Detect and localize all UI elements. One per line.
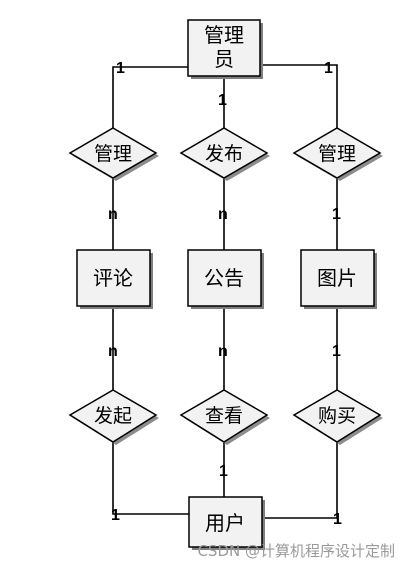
entity-image-label: 图片 — [317, 266, 357, 290]
relationship-initiate-label: 发起 — [94, 405, 132, 427]
entity-admin-label-line1: 管理 — [204, 23, 244, 47]
cardinality-image-bottom: 1 — [332, 343, 341, 360]
cardinality-admin-middle: 1 — [218, 92, 227, 109]
cardinality-labels: 1 1 1 n n 1 n n 1 1 1 1 — [108, 60, 342, 528]
cardinality-admin-right: 1 — [324, 60, 333, 77]
entity-image: 图片 — [300, 249, 377, 309]
line-buy-user — [262, 442, 338, 519]
entity-comment-label: 评论 — [93, 266, 133, 290]
relationship-manage-image-label: 管理 — [318, 143, 356, 165]
relationship-view: 查看 — [179, 389, 270, 445]
cardinality-comment-top: n — [108, 206, 118, 223]
line-initiate-user — [112, 442, 189, 515]
relationship-view-label: 查看 — [205, 405, 243, 427]
cardinality-notice-bottom: n — [218, 343, 228, 360]
entity-notice: 公告 — [187, 249, 264, 309]
relationship-manage-comment-label: 管理 — [94, 143, 132, 165]
relationship-initiate: 发起 — [68, 389, 159, 445]
relationship-manage-comment: 管理 — [68, 127, 159, 181]
entity-comment: 评论 — [76, 249, 153, 309]
relationship-publish-label: 发布 — [205, 143, 243, 165]
entity-admin-label-line2: 员 — [214, 47, 234, 71]
cardinality-user-left: 1 — [111, 507, 120, 524]
connectors — [112, 64, 338, 519]
line-admin-manage-image — [260, 64, 338, 128]
cardinality-notice-top: n — [218, 206, 228, 223]
entity-admin: 管理 员 — [187, 19, 263, 79]
relationship-manage-image: 管理 — [292, 127, 383, 181]
relationship-buy-label: 购买 — [318, 405, 356, 427]
entity-user-label: 用户 — [205, 511, 245, 535]
line-admin-manage-comment — [112, 66, 188, 128]
cardinality-user-right: 1 — [333, 511, 342, 528]
cardinality-admin-left: 1 — [116, 60, 125, 77]
cardinality-image-top: 1 — [332, 206, 341, 223]
watermark-text: CSDN @计算机程序设计定制 — [197, 542, 395, 560]
cardinality-comment-bottom: n — [108, 343, 118, 360]
cardinality-user-middle: 1 — [219, 463, 228, 480]
relationship-publish: 发布 — [179, 127, 270, 181]
entity-user: 用户 — [188, 496, 265, 550]
entity-notice-label: 公告 — [204, 266, 244, 290]
relationship-buy: 购买 — [292, 389, 383, 445]
